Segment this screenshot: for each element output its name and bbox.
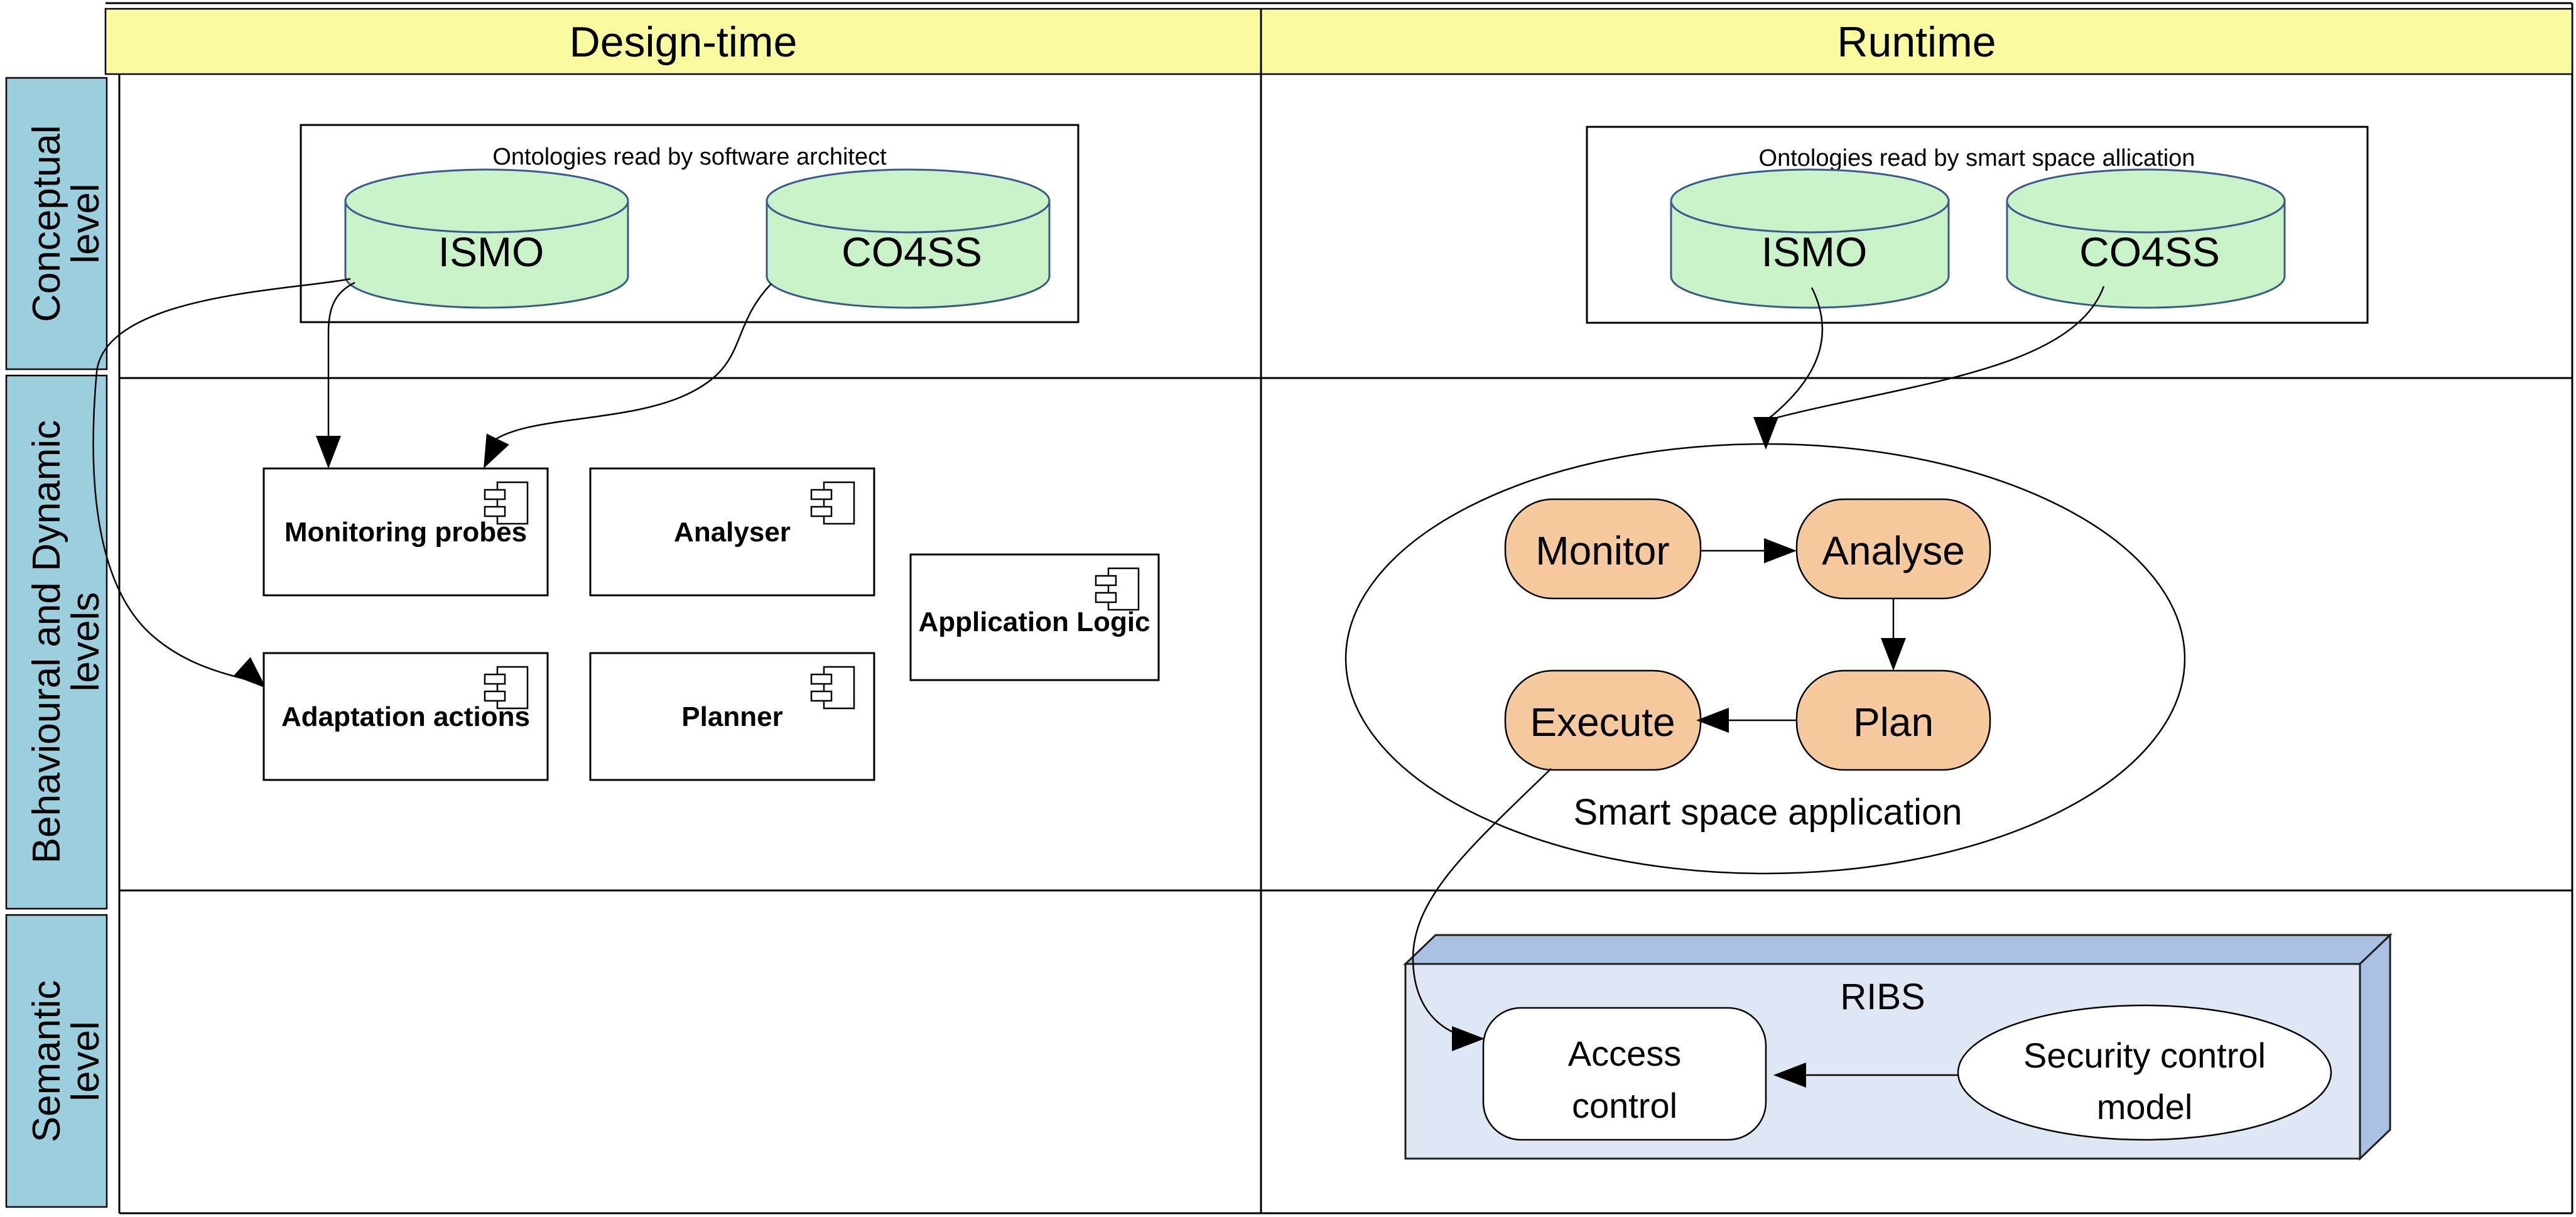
arrowhead-co4ss-to-monitoring bbox=[484, 433, 509, 468]
execute-to-access-connector bbox=[1412, 768, 1552, 1051]
planner-label: Planner bbox=[681, 701, 782, 732]
ribs-title: RIBS bbox=[1840, 976, 1925, 1017]
analyser-label: Analyser bbox=[674, 517, 791, 548]
monitoring-probes-component: Monitoring probes bbox=[262, 467, 549, 597]
mape-monitor-node bbox=[1504, 498, 1702, 600]
arrow-runtime-co4ss-line bbox=[1769, 286, 2105, 421]
ismo-cylinder-runtime: ISMO bbox=[1670, 168, 1950, 309]
row-label-semantic-line1: Semantic bbox=[25, 980, 68, 1142]
grid-frame: Design-time Runtime bbox=[104, 2, 2573, 1214]
row-label-conceptual-line2: level bbox=[64, 183, 107, 264]
monitoring-probes-label: Monitoring probes bbox=[284, 517, 527, 548]
runtime-ontology-caption: Ontologies read by smart space allicatio… bbox=[1759, 145, 2195, 171]
co4ss-label-runtime: CO4SS bbox=[2079, 229, 2220, 275]
row-label-semantic-line2: level bbox=[64, 1021, 107, 1101]
adaptation-actions-label: Adaptation actions bbox=[281, 701, 530, 732]
co4ss-cylinder-top bbox=[2006, 168, 2286, 234]
arrow-runtime-ismo-line bbox=[1765, 287, 1823, 421]
row-label-semantic: Semantic level bbox=[5, 914, 108, 1208]
ribs-top-face bbox=[1403, 934, 2393, 965]
mape-execute-label: Execute bbox=[1530, 700, 1675, 745]
co4ss-label-design: CO4SS bbox=[842, 229, 982, 275]
ismo-cylinder-design: ISMO bbox=[344, 168, 629, 309]
access-control-node bbox=[1482, 1007, 1767, 1141]
smart-space-ellipse bbox=[1345, 443, 2186, 875]
design-connectors bbox=[92, 278, 772, 688]
access-control-label-line1: Access bbox=[1568, 1034, 1682, 1073]
co4ss-cylinder-top bbox=[766, 168, 1051, 234]
security-control-model-node bbox=[1957, 1004, 2332, 1141]
mape-plan-label: Plan bbox=[1853, 700, 1934, 745]
smart-space-application: Monitor Analyse Plan Execute Smart space… bbox=[1345, 443, 2186, 875]
design-ontology-box: Ontologies read by software architect IS… bbox=[300, 124, 1080, 323]
analyser-component: Analyser bbox=[589, 467, 875, 597]
application-logic-component: Application Logic bbox=[909, 553, 1160, 681]
runtime-header: Runtime bbox=[1837, 18, 1996, 66]
arrowhead-ismo-to-adaptation bbox=[233, 657, 266, 688]
arrow-co4ss-to-monitoring-line bbox=[489, 283, 772, 444]
co4ss-cylinder-design: CO4SS bbox=[766, 168, 1051, 309]
arrowhead-monitor-to-analyse bbox=[1764, 538, 1797, 563]
design-ontology-caption: Ontologies read by software architect bbox=[492, 144, 887, 170]
arrowhead-analyse-to-plan bbox=[1881, 638, 1906, 671]
smart-space-application-label: Smart space application bbox=[1574, 792, 1962, 833]
header-band bbox=[104, 8, 2573, 75]
ribs-right-face bbox=[2359, 933, 2391, 1161]
arrowhead-ontologies-to-application bbox=[1753, 417, 1778, 450]
ismo-cylinder-top bbox=[1670, 168, 1950, 234]
design-time-header: Design-time bbox=[570, 18, 798, 66]
security-model-label-line2: model bbox=[2097, 1087, 2193, 1127]
arrowhead-plan-to-execute bbox=[1696, 708, 1729, 733]
ribs-container-3d: RIBS Access control Security control mod… bbox=[1403, 933, 2393, 1161]
row-label-conceptual-line1: Conceptual bbox=[25, 125, 68, 322]
row-label-box-conceptual bbox=[5, 77, 108, 371]
mape-analyse-label: Analyse bbox=[1822, 528, 1965, 573]
runtime-ontology-box: Ontologies read by smart space allicatio… bbox=[1586, 126, 2369, 324]
adaptation-actions-component: Adaptation actions bbox=[262, 652, 549, 781]
co4ss-cylinder-runtime: CO4SS bbox=[2006, 168, 2286, 309]
arrowhead-ismo-to-monitoring bbox=[316, 436, 341, 468]
arrowhead-security-to-access bbox=[1773, 1063, 1806, 1088]
arrow-ismo-to-monitoring-line bbox=[327, 281, 355, 438]
ismo-label-runtime: ISMO bbox=[1762, 229, 1868, 275]
security-model-label-line1: Security control bbox=[2023, 1036, 2266, 1075]
ismo-label-design: ISMO bbox=[438, 229, 544, 275]
row-label-box-semantic bbox=[5, 914, 108, 1208]
row-label-box-behavioural bbox=[5, 374, 108, 910]
row-label-behavioural: Behavioural and Dynamic levels bbox=[5, 374, 108, 910]
arrow-execute-to-access-line bbox=[1412, 768, 1552, 1039]
row-label-behavioural-line2: levels bbox=[64, 592, 107, 692]
ismo-cylinder-top bbox=[344, 168, 629, 234]
runtime-connectors bbox=[1753, 286, 2105, 450]
access-control-label-line2: control bbox=[1572, 1086, 1677, 1125]
mape-monitor-label: Monitor bbox=[1535, 528, 1669, 573]
application-logic-label: Application Logic bbox=[918, 607, 1150, 637]
row-label-conceptual: Conceptual level bbox=[5, 77, 108, 371]
arrowhead-execute-to-access bbox=[1452, 1026, 1485, 1051]
planner-component: Planner bbox=[589, 652, 875, 781]
arrow-ismo-to-adaptation-line bbox=[92, 278, 351, 681]
row-label-behavioural-line1: Behavioural and Dynamic bbox=[25, 420, 68, 864]
